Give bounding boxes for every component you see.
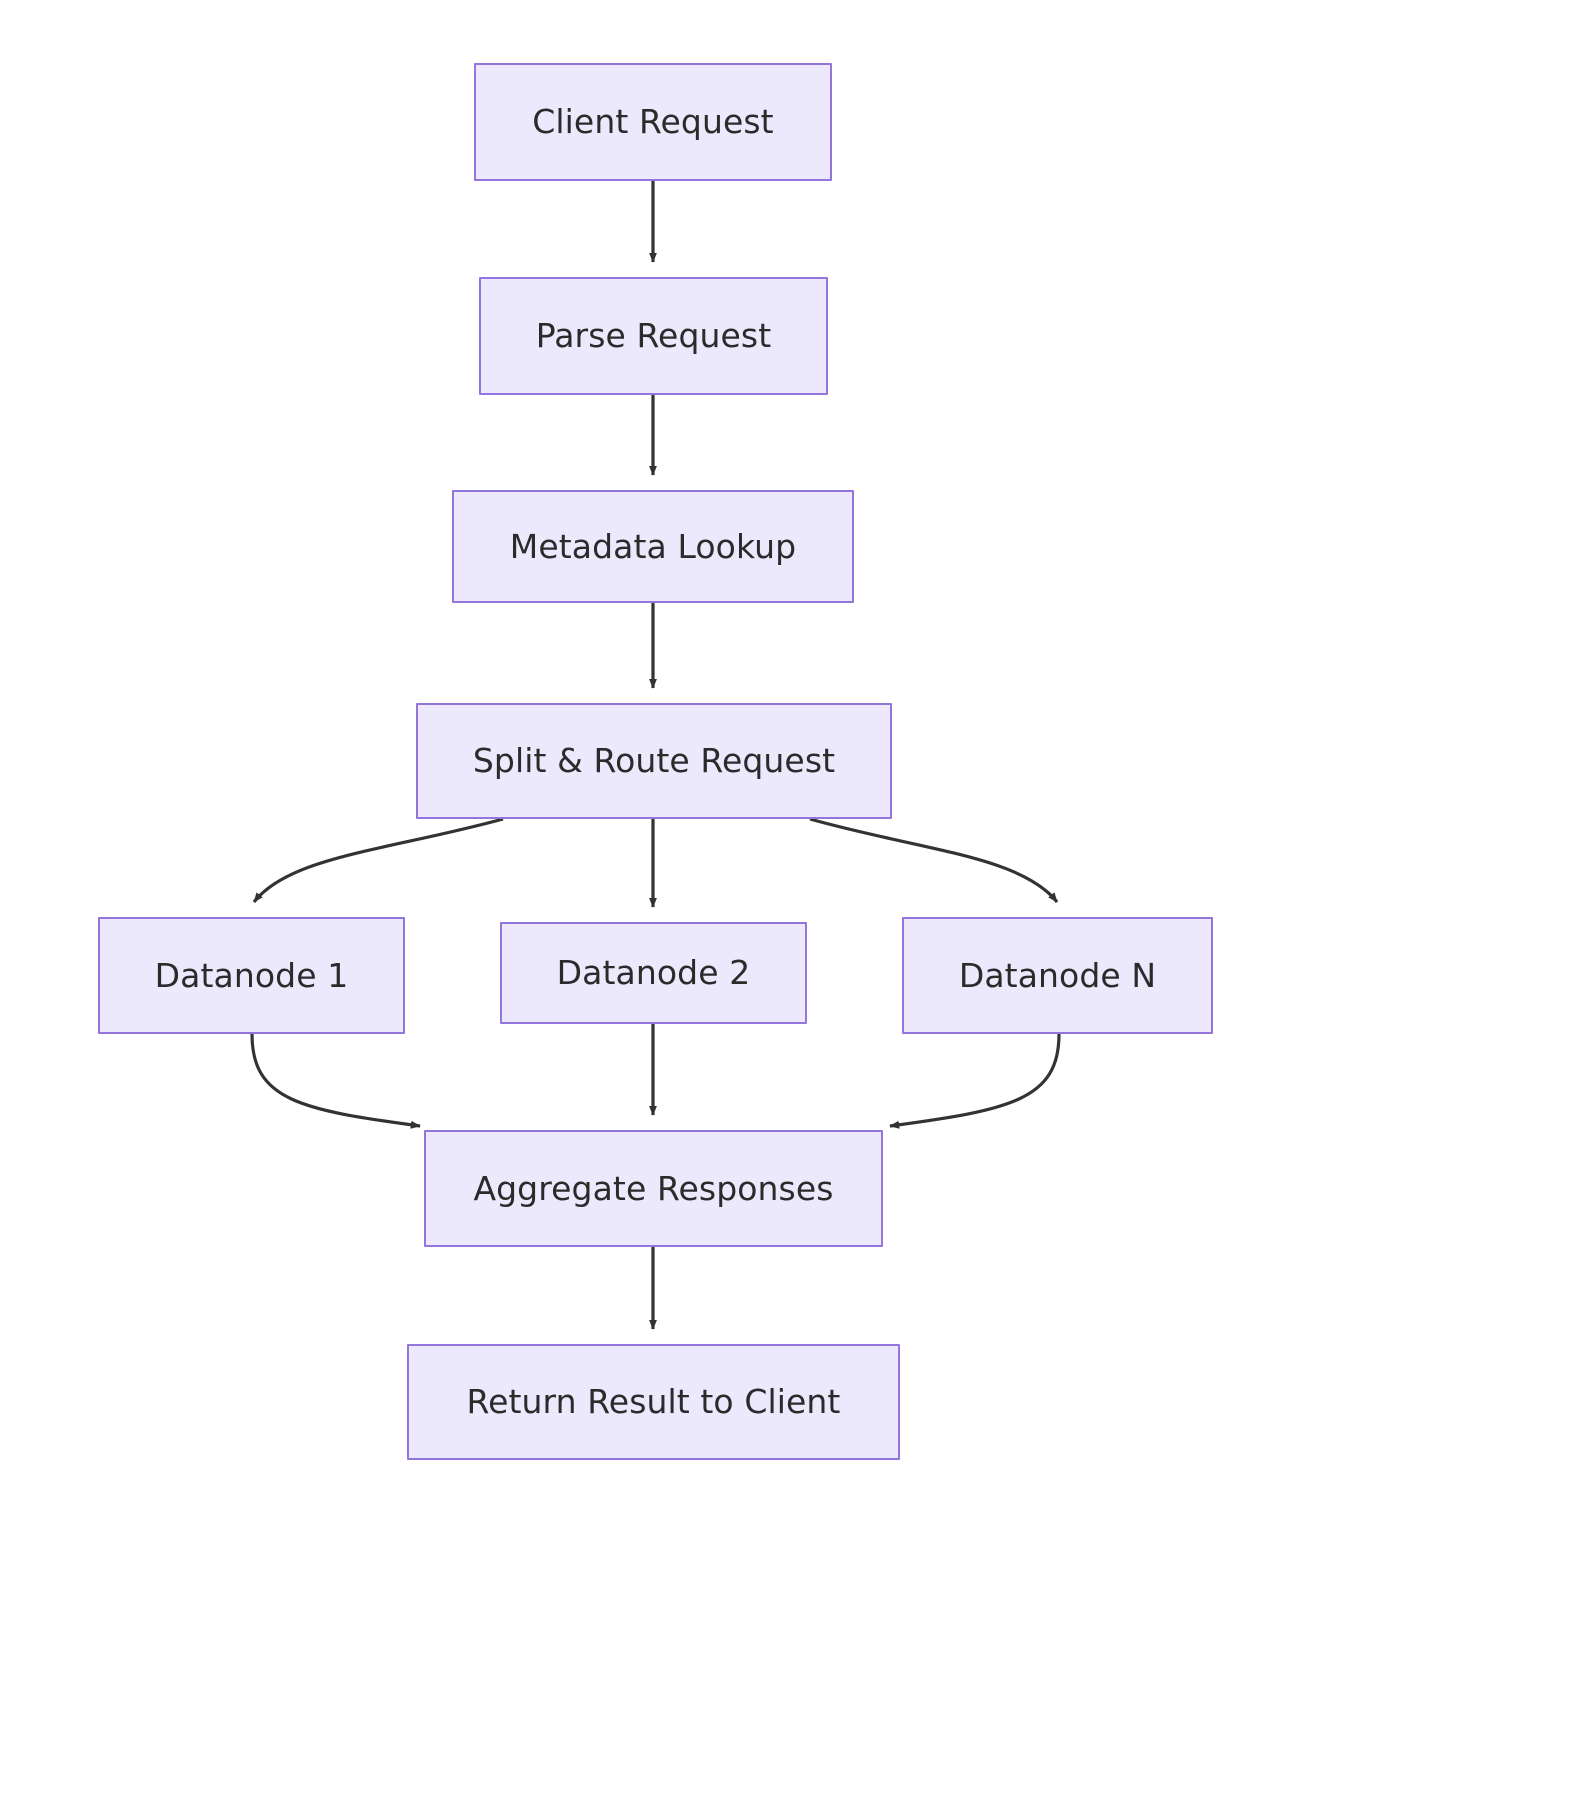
- node-datanode-1[interactable]: Datanode 1: [98, 917, 405, 1034]
- node-metadata-lookup[interactable]: Metadata Lookup: [452, 490, 854, 603]
- node-return-result-to-client-label: Return Result to Client: [466, 1382, 841, 1422]
- node-parse-request[interactable]: Parse Request: [479, 277, 828, 395]
- node-aggregate-responses[interactable]: Aggregate Responses: [424, 1130, 883, 1247]
- node-datanode-n-label: Datanode N: [958, 955, 1157, 995]
- edge-datanode-1-to-aggregate: [250, 1033, 421, 1129]
- node-datanode-2-label: Datanode 2: [556, 953, 751, 993]
- edge-split-route-to-datanode-1: [252, 817, 504, 903]
- node-aggregate-responses-label: Aggregate Responses: [473, 1168, 834, 1208]
- node-split-route-request[interactable]: Split & Route Request: [416, 703, 892, 819]
- node-parse-request-label: Parse Request: [535, 316, 772, 356]
- node-return-result-to-client[interactable]: Return Result to Client: [407, 1344, 900, 1460]
- node-datanode-1-label: Datanode 1: [154, 955, 349, 995]
- edge-split-route-to-datanode-n: [809, 817, 1059, 903]
- node-client-request[interactable]: Client Request: [474, 63, 832, 181]
- edge-datanode-n-to-aggregate: [889, 1033, 1061, 1129]
- node-split-route-request-label: Split & Route Request: [472, 741, 836, 781]
- node-datanode-2[interactable]: Datanode 2: [500, 922, 807, 1024]
- node-client-request-label: Client Request: [532, 102, 774, 142]
- node-datanode-n[interactable]: Datanode N: [902, 917, 1213, 1034]
- node-metadata-lookup-label: Metadata Lookup: [509, 526, 797, 566]
